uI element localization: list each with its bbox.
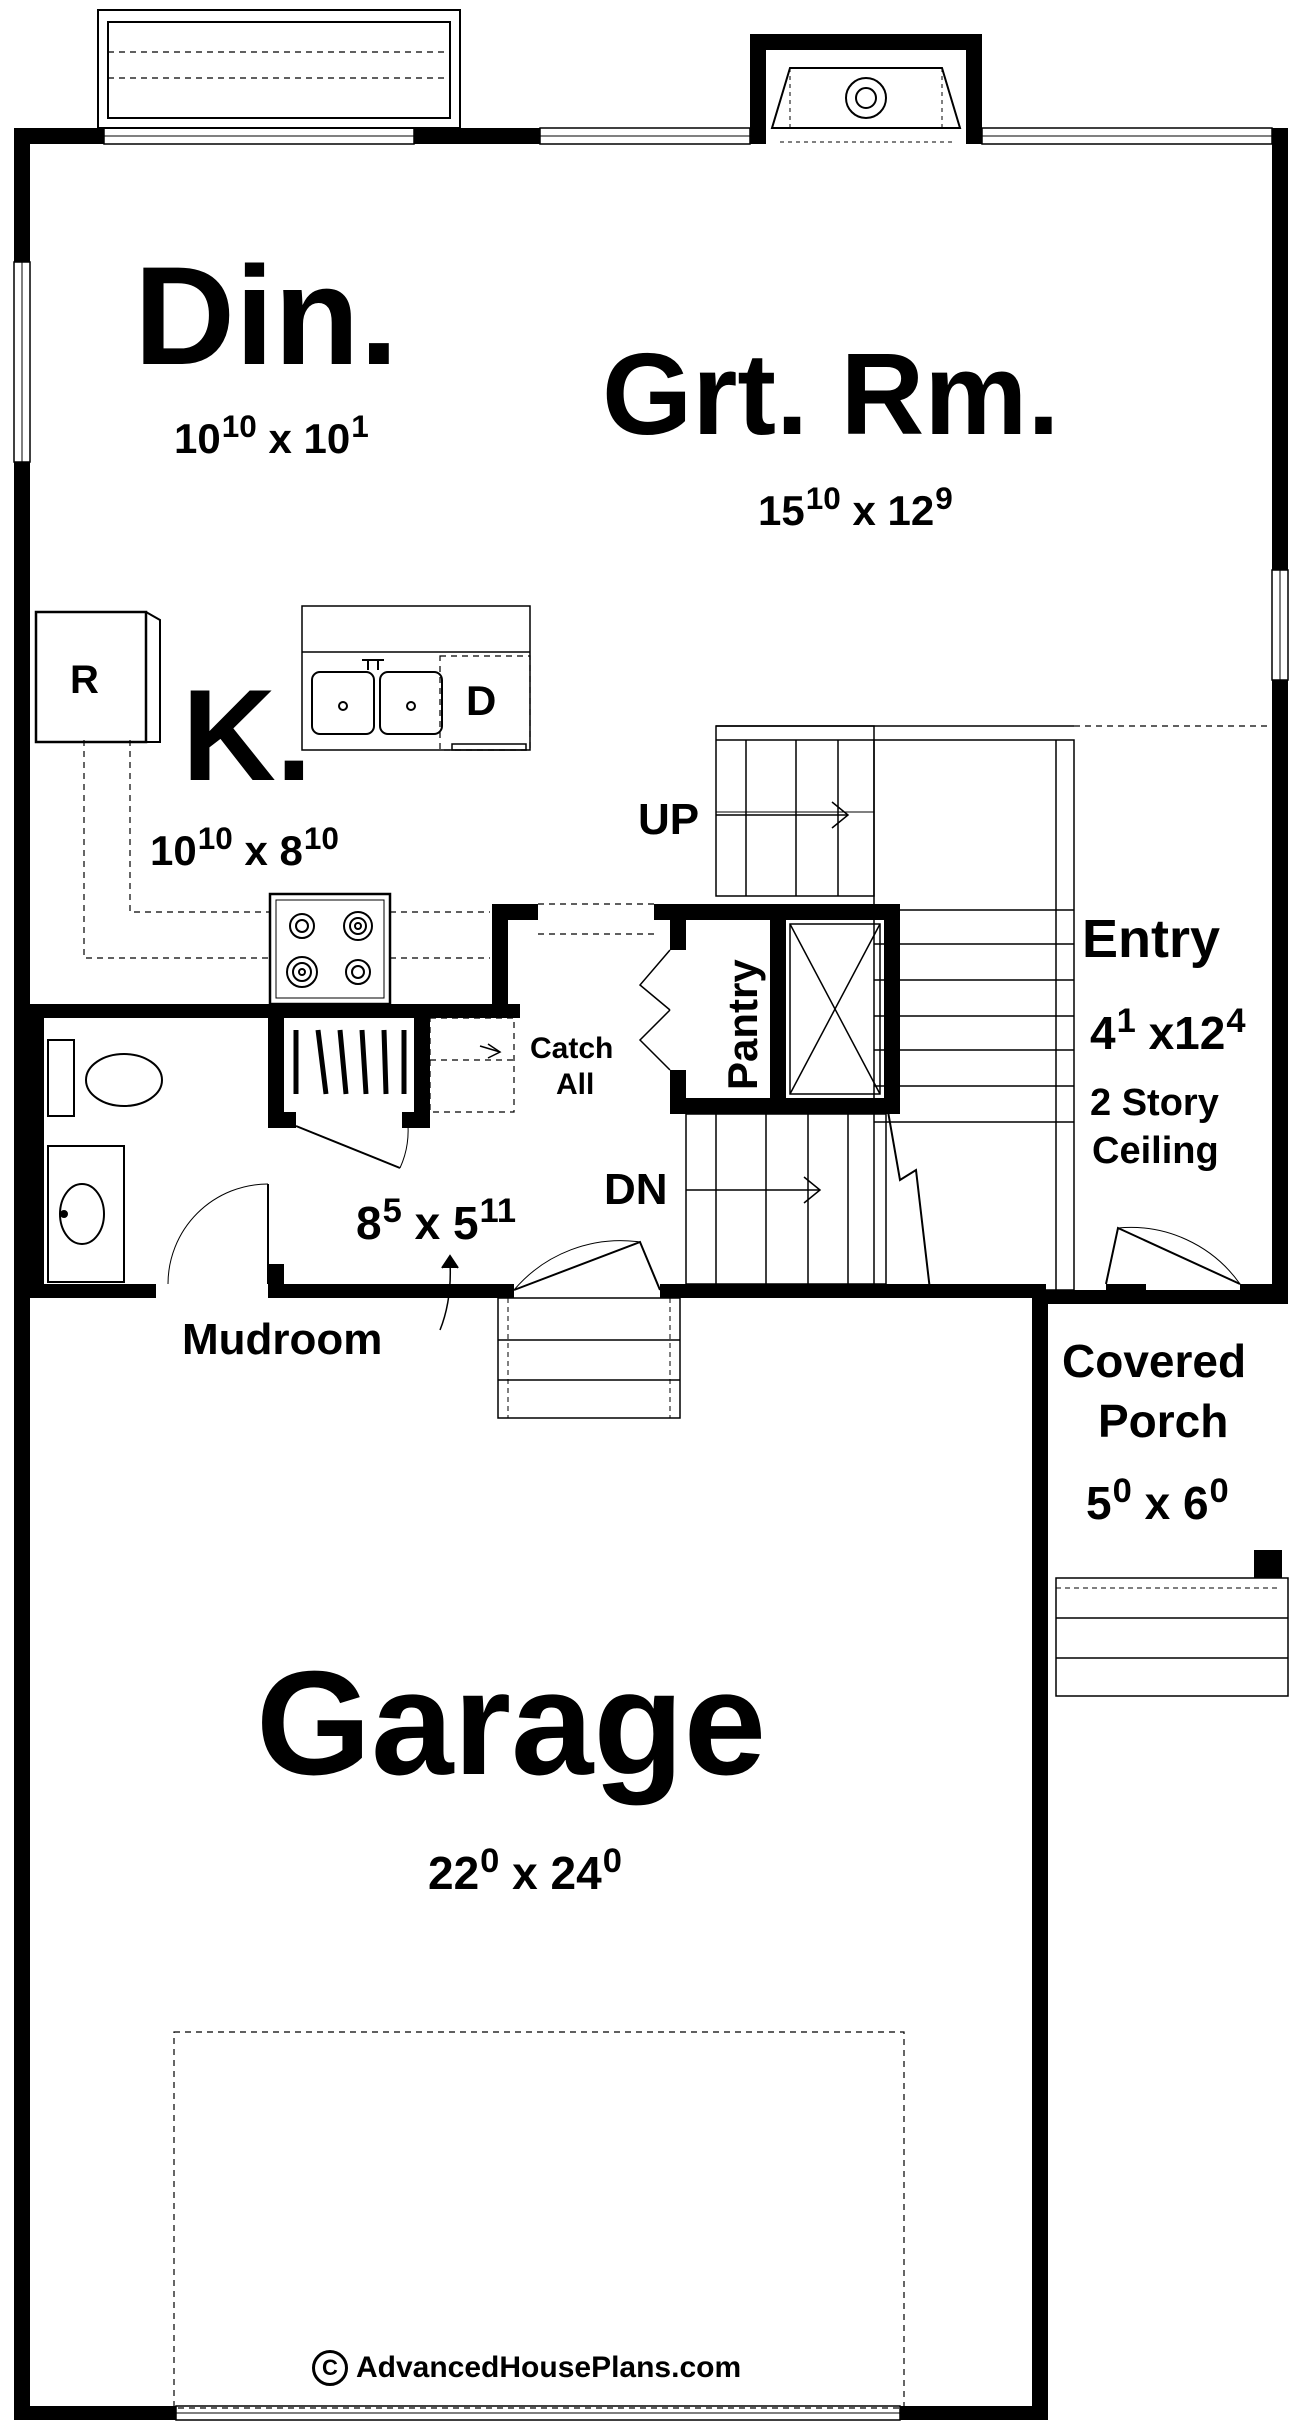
dim-depth-in: 0 [602,1841,622,1880]
room-name-porch-2: Porch [1098,1395,1229,1447]
stairs-down-label: DN [604,1165,668,1214]
dim-depth-in: 1 [351,408,369,445]
room-name-garage: Garage [256,1641,767,1806]
room-dims-garage: 220 x 240 [428,1844,622,1899]
dim-width: 5 [1086,1477,1112,1529]
dim-width-in: 10 [221,408,257,445]
room-dims-dining: 1010 x 101 [174,411,369,462]
dim-separator: x [852,487,876,534]
dim-depth-in: 0 [1209,1471,1229,1510]
dim-width: 8 [356,1197,382,1249]
entry-note-2: Ceiling [1092,1130,1219,1172]
dim-width-in: 0 [480,1841,500,1880]
mudroom-fixtures [293,1017,515,1331]
dim-width-in: 1 [1116,1001,1136,1040]
room-name-porch-1: Covered [1062,1335,1247,1387]
copyright-text: AdvancedHousePlans.com [356,2351,742,2384]
entry-note-1: 2 Story [1090,1082,1219,1124]
dim-depth: 6 [1182,1477,1209,1529]
dim-depth-in: 11 [479,1191,517,1230]
front-door [1105,1226,1241,1285]
stairs-up-label: UP [638,795,700,844]
room-dims-porch: 50 x 60 [1086,1474,1229,1529]
dim-depth: 12 [887,487,935,534]
garage-door-steps [497,1240,681,1419]
dim-width-in: 0 [1112,1471,1132,1510]
pantry-shaft [638,923,881,1095]
dim-separator: x [268,415,292,462]
powder-bath [47,1039,269,1285]
dim-depth: 10 [303,415,351,462]
room-name-great-room: Grt. Rm. [602,329,1060,459]
dim-separator: x [1148,1007,1175,1059]
dim-separator: x [244,827,268,874]
dim-depth-in: 10 [303,820,339,857]
catch-all-label-1: Catch [530,1032,614,1065]
room-dims-mudroom: 85 x 511 [356,1194,516,1249]
dim-depth: 8 [279,827,303,874]
dim-depth-in: 9 [935,480,953,517]
catch-all-label-2: All [556,1068,595,1101]
kitchen-fixtures [34,605,654,1006]
windows [13,127,1289,2421]
fireplace [770,67,962,143]
room-name-mudroom: Mudroom [182,1315,383,1364]
dim-depth: 12 [1174,1007,1226,1059]
porch-steps [1055,1577,1289,1697]
dim-width-in: 5 [382,1191,402,1230]
copyright-notice: C AdvancedHousePlans.com [312,2350,741,2386]
stairs [685,725,1272,1291]
pantry-label: Pantry [719,959,766,1090]
refrigerator-label: R [70,658,99,702]
room-dims-entry: 41 x124 [1090,1004,1246,1059]
dim-width: 10 [150,827,197,874]
room-name-kitchen: K. [182,662,312,808]
dim-separator: x [1144,1477,1171,1529]
dishwasher-label: D [466,677,497,724]
dim-depth: 5 [452,1197,479,1249]
dim-separator: x [512,1847,538,1899]
dim-width: 22 [428,1847,480,1899]
dim-width-in: 10 [805,480,841,517]
dim-depth-in: 4 [1226,1001,1246,1040]
dim-width: 10 [174,415,221,462]
room-dims-great-room: 1510 x 129 [758,483,953,534]
balcony [97,9,461,129]
room-name-dining: Din. [134,237,399,394]
garage-door-outline [173,2031,905,2409]
room-name-entry: Entry [1082,909,1221,969]
interior-walls [30,904,1288,1298]
dim-width: 15 [758,487,805,534]
room-dims-kitchen: 1010 x 810 [150,823,339,874]
dim-width-in: 10 [197,820,233,857]
dim-depth: 24 [550,1847,602,1899]
dim-width: 4 [1090,1007,1116,1059]
dim-separator: x [414,1197,441,1249]
copyright-symbol: C [312,2350,348,2386]
